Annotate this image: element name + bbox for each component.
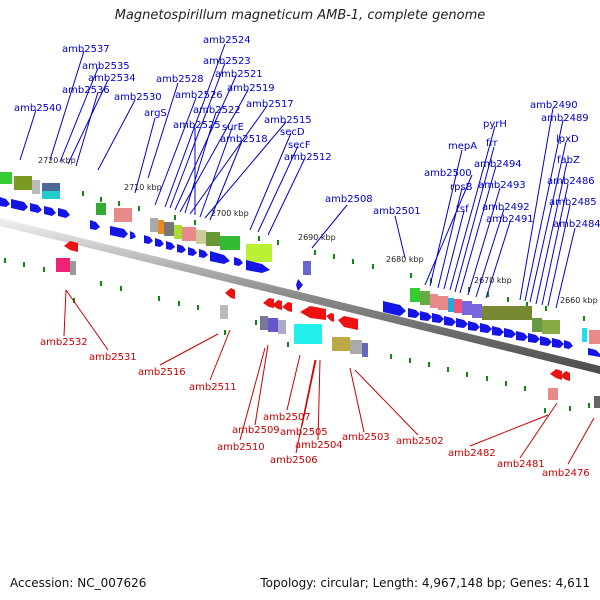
topology-text: Topology: circular; Length: 4,967,148 bp… <box>260 576 590 590</box>
gene-label: amb2516 <box>138 367 186 378</box>
gene-label: amb2531 <box>89 352 137 363</box>
scale-tick-label: 2720 kbp <box>38 156 76 165</box>
gene-label: amb2536 <box>62 85 110 96</box>
gene-label: amb2521 <box>215 69 263 80</box>
gene-label: amb2523 <box>203 56 251 67</box>
reverse-gene-arrows <box>64 241 570 381</box>
gene-label: amb2526 <box>175 90 223 101</box>
gene-label: amb2486 <box>547 176 595 187</box>
gene-label: amb2490 <box>530 100 578 111</box>
gene-label: amb2515 <box>264 115 312 126</box>
gene-label: amb2503 <box>342 432 390 443</box>
gene-label: amb2512 <box>284 152 332 163</box>
gene-label: lpxD <box>556 134 579 145</box>
reverse-feature-blocks <box>56 258 600 408</box>
gene-label: amb2500 <box>424 168 472 179</box>
gene-label: amb2508 <box>325 194 373 205</box>
gene-label: amb2484 <box>553 219 600 230</box>
genome-backbone <box>0 218 600 374</box>
gene-label: amb2519 <box>227 83 275 94</box>
gene-label: amb2522 <box>193 105 241 116</box>
accession-text: Accession: NC_007626 <box>10 576 147 590</box>
gene-label: secF <box>288 140 311 151</box>
forward-feature-blocks <box>0 172 600 344</box>
gene-label: amb2481 <box>497 459 545 470</box>
bottom-leader-lines <box>63 289 595 465</box>
top-leader-lines <box>19 43 576 309</box>
gene-label: amb2517 <box>246 99 294 110</box>
gene-label: amb2492 <box>482 202 530 213</box>
gene-label: amb2532 <box>40 337 88 348</box>
gene-label: amb2491 <box>486 214 534 225</box>
gene-label: amb2530 <box>114 92 162 103</box>
forward-gene-arrows <box>0 197 600 357</box>
gene-label: amb2537 <box>62 44 110 55</box>
gene-label: amb2476 <box>542 468 590 479</box>
gene-label: amb2510 <box>217 442 265 453</box>
gene-label: amb2525 <box>173 120 221 131</box>
gene-label: rpsB <box>450 182 473 193</box>
figure-title: Magnetospirillum magneticum AMB-1, compl… <box>114 8 486 23</box>
scale-tick-label: 2670 kbp <box>474 276 512 285</box>
gene-label: pyrH <box>483 119 507 130</box>
gene-label: amb2504 <box>295 440 343 451</box>
gene-label: amb2535 <box>82 61 130 72</box>
scale-tick-label: 2700 kbp <box>211 209 249 218</box>
gene-label: amb2534 <box>88 73 136 84</box>
gene-label: secD <box>280 127 305 138</box>
gene-label: amb2502 <box>396 436 444 447</box>
gene-label: amb2485 <box>549 197 597 208</box>
gene-label: amb2524 <box>203 35 251 46</box>
scale-tick-label: 2710 kbp <box>124 183 162 192</box>
scale-tick-label: 2660 kbp <box>560 296 598 305</box>
gene-label: amb2506 <box>270 455 318 466</box>
gene-label: amb2501 <box>373 206 421 217</box>
gene-label: amb2507 <box>263 412 311 423</box>
gene-label: mepA <box>448 141 477 152</box>
gene-label: frr <box>486 138 498 149</box>
gene-label: amb2511 <box>189 382 237 393</box>
scale-tick-label: 2690 kbp <box>298 233 336 242</box>
scale-tick-label: 2680 kbp <box>386 255 424 264</box>
gene-label: amb2528 <box>156 74 204 85</box>
gene-label: amb2540 <box>14 103 62 114</box>
gene-label: surE <box>222 122 244 133</box>
gene-label: amb2505 <box>280 427 328 438</box>
gene-label: amb2494 <box>474 159 522 170</box>
gene-label: amb2482 <box>448 448 496 459</box>
gene-label: fabZ <box>557 155 580 166</box>
gene-label: amb2489 <box>541 113 589 124</box>
gene-label: argS <box>144 108 167 119</box>
gene-label: amb2493 <box>478 180 526 191</box>
gene-label: amb2509 <box>232 425 280 436</box>
gene-label: tsf <box>456 204 469 215</box>
gene-label: amb2518 <box>220 134 268 145</box>
